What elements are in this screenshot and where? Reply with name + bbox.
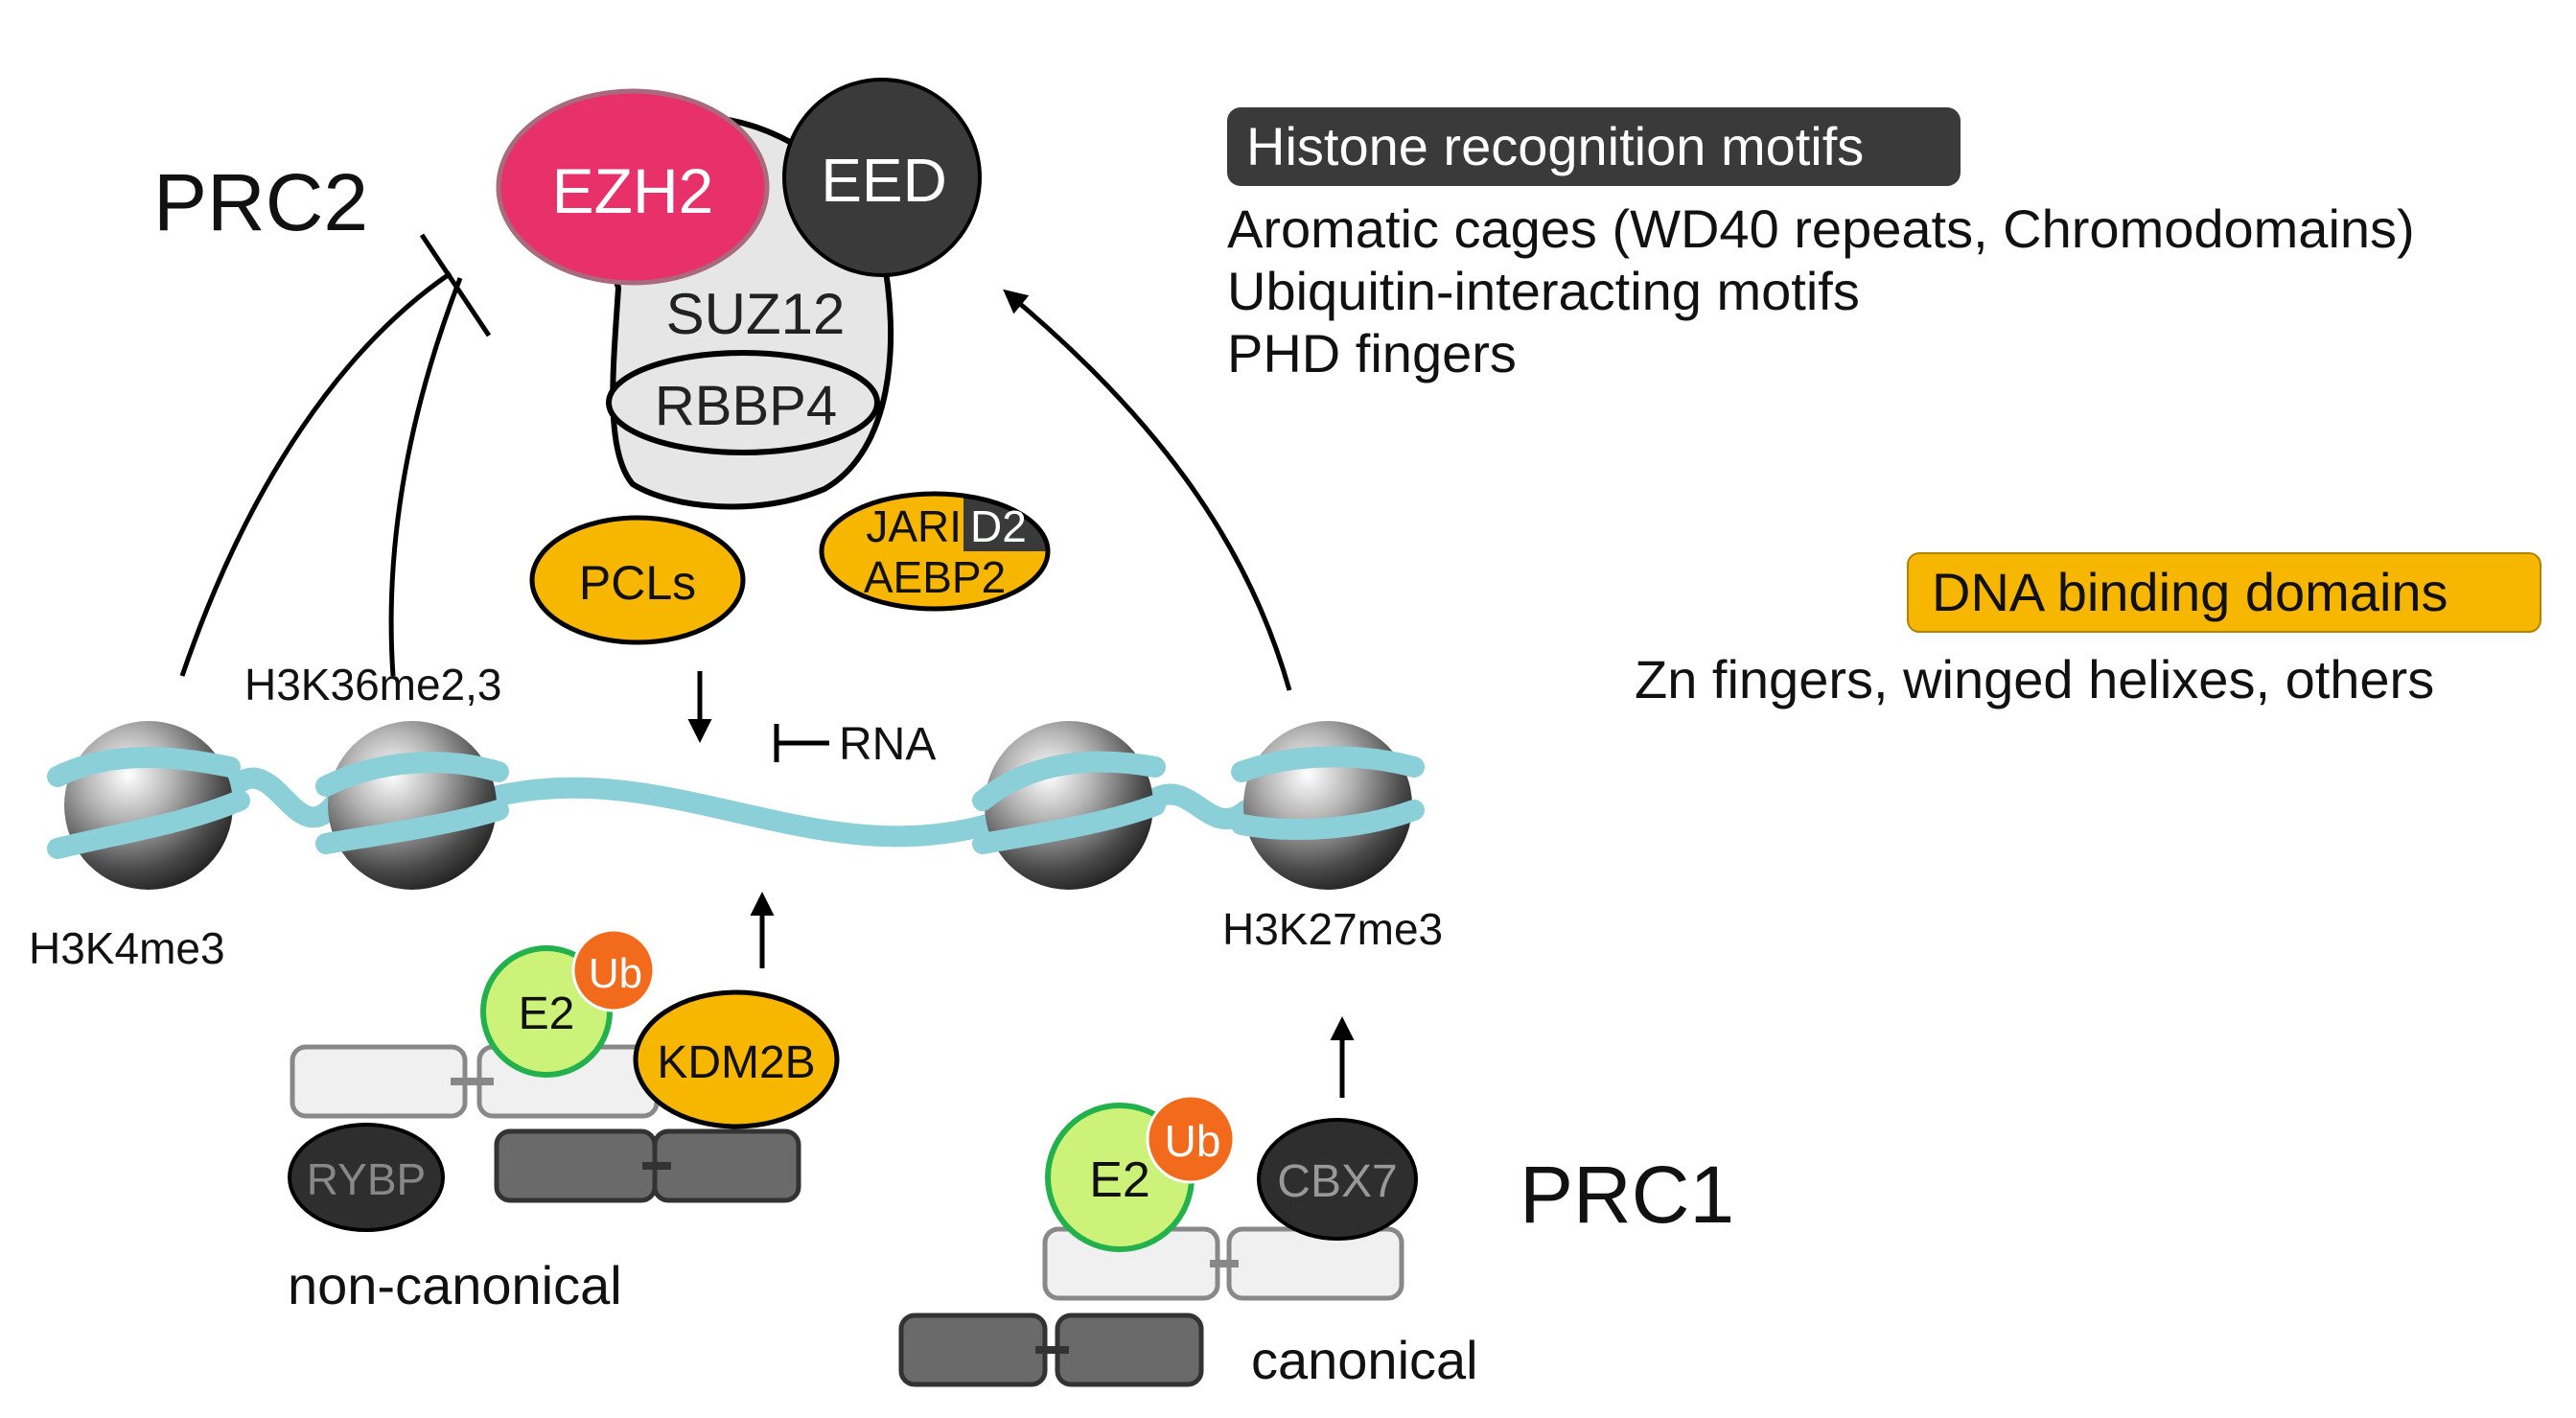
rbbp4-node xyxy=(606,350,880,455)
chromatin-fiber xyxy=(47,721,1425,890)
h3k27-recruit-line xyxy=(1003,289,1292,691)
rybp-label: RYBP xyxy=(307,1154,426,1204)
jarid2-label-left: JARI xyxy=(866,501,962,551)
dna-line: Zn fingers, winged helixes, others xyxy=(1635,649,2434,709)
jarid2-dark-wedge xyxy=(963,494,1049,551)
ub-label-canonical: Ub xyxy=(1165,1116,1221,1166)
jarid2-aebp2-node: JARI D2 AEBP2 xyxy=(819,491,1051,612)
rbbp4-label: RBBP4 xyxy=(655,375,837,437)
dna-linker-1 xyxy=(224,767,351,828)
e2-label-noncanonical: E2 xyxy=(519,988,575,1039)
h3k36-label: H3K36me2,3 xyxy=(244,660,502,709)
dna-header: DNA binding domains xyxy=(1932,562,2448,622)
recruitment-arrows xyxy=(687,289,1355,1098)
ub-label-noncanonical: Ub xyxy=(589,950,642,997)
h3k27-label: H3K27me3 xyxy=(1222,904,1443,954)
nucleosome-3 xyxy=(972,721,1166,890)
noncanonical-caption: non-canonical xyxy=(288,1255,622,1315)
nucleosome-1 xyxy=(47,721,250,890)
nucleosome-2 xyxy=(315,721,509,890)
rna-label: RNA xyxy=(839,719,936,770)
dna-linker-2 xyxy=(488,777,998,848)
ub-node-canonical xyxy=(1146,1094,1236,1184)
suz12-label: SUZ12 xyxy=(666,282,846,346)
histone-line-1: Aromatic cages (WD40 repeats, Chromodoma… xyxy=(1227,198,2415,259)
prc1-canonical: E2 Ub CBX7 canonical xyxy=(898,1094,1478,1390)
histone-line-2: Ubiquitin-interacting motifs xyxy=(1227,261,1860,321)
histone-header: Histone recognition motifs xyxy=(1246,116,1864,176)
rybp-node xyxy=(288,1123,445,1232)
ezh2-node xyxy=(496,88,770,286)
pcls-node: PCLs xyxy=(529,515,746,645)
prc1-label: PRC1 xyxy=(1520,1150,1734,1240)
inhibit-bar xyxy=(419,233,492,337)
histone-header-box xyxy=(1227,107,1961,186)
kdm2b-node xyxy=(633,989,840,1129)
prc2-label: PRC2 xyxy=(153,157,368,247)
inhibition-arrows xyxy=(179,233,492,677)
kdm2b-label: KDM2B xyxy=(657,1037,815,1088)
cbx7-node xyxy=(1257,1118,1418,1241)
nucleosome-4 xyxy=(1231,721,1425,890)
prc1-noncanonical: RYBP E2 Ub KDM2B non-canonical xyxy=(288,928,840,1315)
eed-label: EED xyxy=(821,146,947,215)
histone-legend: Histone recognition motifs Aromatic cage… xyxy=(1227,107,2415,384)
jarid2-label-right: D2 xyxy=(970,501,1027,551)
h3k4-inhibit-line xyxy=(179,270,453,677)
e2-label-canonical: E2 xyxy=(1089,1152,1150,1208)
h3k36-inhibit-line xyxy=(388,277,463,677)
dna-header-box xyxy=(1907,552,2541,633)
eed-node xyxy=(782,78,982,277)
aebp2-label: AEBP2 xyxy=(864,552,1006,602)
ezh2-label: EZH2 xyxy=(552,155,714,226)
cbx7-label: CBX7 xyxy=(1277,1156,1397,1207)
h3k4-label: H3K4me3 xyxy=(29,923,225,973)
histone-line-3: PHD fingers xyxy=(1227,323,1517,384)
canonical-caption: canonical xyxy=(1251,1330,1478,1390)
prc2-complex: EZH2 EED SUZ12 RBBP4 xyxy=(496,78,982,510)
dna-legend: DNA binding domains Zn fingers, winged h… xyxy=(1635,552,2541,709)
pcls-label: PCLs xyxy=(579,556,696,610)
ub-node-noncanonical xyxy=(571,928,656,1012)
